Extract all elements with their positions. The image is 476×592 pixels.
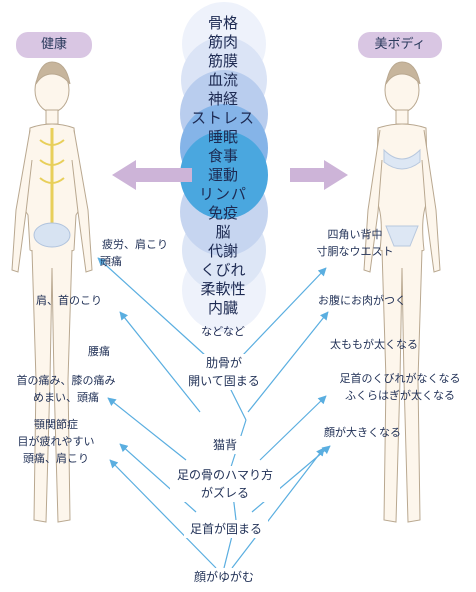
health-effect-text: 顎関節症 [34, 418, 78, 431]
cause-hunchback: 猫背 [208, 436, 242, 454]
right-big-arrow [290, 160, 348, 190]
health-effect-text: めまい、頭痛 [33, 391, 99, 404]
beauty-effect-5: 顔が大きくなる [324, 426, 401, 439]
beauty-effect-1: 四角い背中 寸胴なウエスト [300, 226, 410, 260]
factor-item: 骨格 [207, 14, 238, 32]
factor-item: 代謝 [207, 242, 238, 260]
beauty-effect-text: ふくらはぎが太くなる [345, 389, 455, 402]
health-header: 健康 [16, 32, 92, 58]
center-circles [180, 2, 268, 332]
factor-item: 筋肉 [207, 33, 238, 51]
beauty-effect-text: 足首のくびれがなくなる [339, 372, 461, 385]
factor-item: 免疫 [207, 204, 238, 222]
health-effect-text: 目が疲れやすい [17, 435, 95, 448]
beauty-effect-2: お腹にお肉がつく [318, 294, 406, 307]
health-effect-1: 疲労、肩こり 頭痛 [58, 236, 168, 270]
factor-item: 睡眠 [207, 128, 238, 146]
factor-item: 神経 [207, 90, 238, 108]
factor-item: リンパ [198, 185, 247, 203]
cause-text: 足の骨のハマり方 [176, 468, 273, 482]
cause-face: 顔がゆがむ [188, 568, 260, 586]
factor-etc: などなど [201, 325, 245, 338]
cause-rib: 肋骨が 開いて固まる [186, 354, 262, 390]
cause-foot-bones: 足の骨のハマり方 がズレる [170, 466, 280, 502]
factor-item: ストレス [190, 109, 255, 127]
health-effect-4: 首の痛み、膝の痛み めまい、頭痛 [6, 372, 126, 406]
factor-item: 食事 [207, 147, 238, 165]
cause-text: がズレる [200, 486, 249, 500]
factor-item: 筋膜 [207, 52, 238, 70]
factor-item: 脳 [215, 223, 231, 241]
health-effect-text: 首の痛み、膝の痛み [16, 374, 116, 387]
factor-item: 運動 [207, 166, 238, 184]
health-effect-text: 頭痛、肩こり [23, 452, 89, 465]
health-figure [11, 61, 93, 523]
beauty-effect-4: 足首のくびれがなくなる ふくらはぎが太くなる [330, 370, 470, 404]
beauty-effect-text: 四角い背中 [327, 228, 383, 241]
cause-ankle: 足首が固まる [184, 520, 268, 538]
health-effect-3: 腰痛 [88, 345, 110, 358]
left-big-arrow [112, 160, 192, 190]
factor-item: 柔軟性 [200, 280, 246, 298]
factor-item: 内臓 [207, 299, 238, 317]
health-effect-5: 顎関節症 目が疲れやすい 頭痛、肩こり [6, 416, 106, 467]
health-effect-text: 疲労、肩こり [102, 238, 168, 251]
beauty-header: 美ボディ [358, 32, 442, 58]
beauty-effect-3: 太ももが太くなる [330, 338, 418, 351]
health-effect-2: 肩、首のこり [36, 294, 102, 307]
beauty-effect-text: 寸胴なウエスト [316, 245, 394, 258]
cause-text: 開いて固まる [188, 374, 260, 388]
health-effect-text: 頭痛 [100, 255, 122, 268]
factor-item: 血流 [207, 71, 238, 89]
factor-item: くびれ [200, 261, 246, 279]
cause-text: 肋骨が [205, 356, 242, 370]
beauty-figure [363, 61, 441, 523]
